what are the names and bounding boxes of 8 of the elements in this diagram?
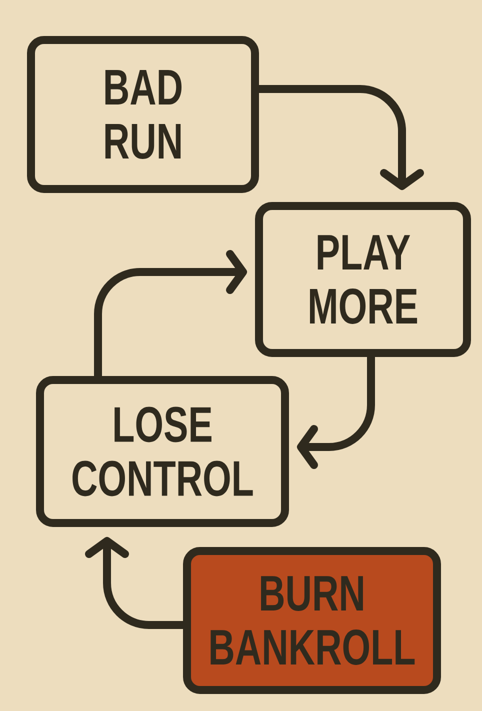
arrow (94, 250, 247, 376)
process-box: LOSE CONTROL (36, 376, 289, 527)
arrow (297, 357, 375, 469)
process-box: BAD RUN (27, 36, 259, 193)
arrow (85, 537, 183, 629)
process-box: PLAY MORE (255, 202, 471, 357)
process-box: BURN BANKROLL (183, 547, 441, 694)
arrow (259, 85, 424, 190)
